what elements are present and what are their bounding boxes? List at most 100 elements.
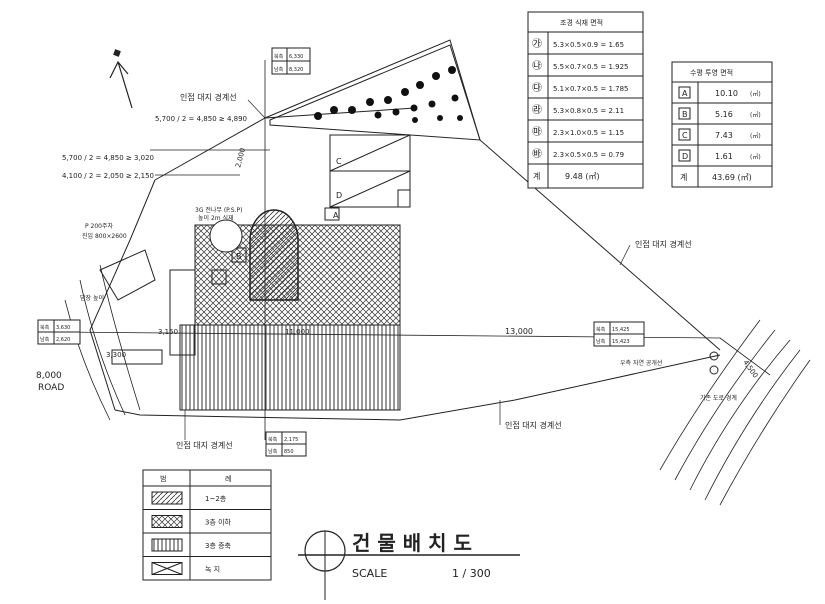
svg-text:3,630: 3,630 (56, 325, 70, 331)
tree-table-header: 조경 식재 면적 (560, 18, 603, 27)
area-row-value: 1.61 (715, 152, 733, 161)
area-row-mark: A (682, 89, 688, 98)
area-total-label: 계 (680, 172, 687, 182)
tree-row-mark: ㉮ (532, 38, 542, 50)
legend-swatch (151, 515, 183, 528)
annex-building (329, 134, 411, 208)
area-table-header: 수평 투영 면적 (690, 68, 733, 77)
boundary-label-top: 인접 대지 경계선 (180, 92, 237, 102)
leader-lines (184, 99, 631, 440)
legend-label: 1~2층 (205, 494, 227, 503)
dim-mid: 11,000 (285, 328, 310, 336)
tree-row-mark: ㉰ (532, 82, 542, 94)
area-d-marker: D (336, 191, 342, 200)
scale-label: SCALE (352, 567, 387, 580)
legend: 범 례 1~2층 3층 이하 3층 증축녹 지 (142, 469, 272, 581)
tree-total-value: 9.48 (㎡) (565, 172, 600, 181)
svg-text:북측: 북측 (268, 436, 278, 443)
area-row-value: 7.43 (715, 131, 733, 140)
site-boundary (89, 39, 721, 421)
area-b-marker: B (236, 252, 242, 261)
dim-left-setback-2: 4,100 / 2 = 2,050 ≥ 2,150 (62, 172, 154, 180)
road-curves (64, 264, 811, 506)
area-row-mark: D (682, 152, 688, 161)
tree-row-formula: 5.5×0.7×0.5 = 1.925 (553, 63, 628, 71)
projection-area-table: 수평 투영 면적 A 10.10 (㎡) B 5.16 (㎡) C 7.43 (㎡) D 1.61 (… (671, 61, 773, 188)
north-arrow-icon (109, 49, 133, 109)
tree-row-formula: 5.1×0.7×0.5 = 1.785 (553, 85, 628, 93)
legend-swatch (151, 562, 183, 575)
area-a-marker: A (333, 211, 339, 220)
tree-note: 3G 전나무 (P.S.P) (195, 206, 242, 214)
left-dim-box: 북측 3,630 남측 2,620 (37, 319, 81, 345)
survey-markers (709, 351, 719, 375)
legend-header-left: 범 (160, 474, 166, 483)
svg-text:남측: 남측 (268, 448, 278, 455)
svg-text:2,620: 2,620 (56, 337, 70, 343)
tree-row-formula: 2.3×1.0×0.5 = 1.15 (553, 129, 624, 137)
svg-text:850: 850 (284, 449, 294, 455)
tree-row-mark: ㉯ (532, 60, 542, 72)
tree-row-mark: ㉲ (532, 126, 542, 138)
area-c-marker: C (336, 157, 342, 166)
svg-text:15,425: 15,425 (612, 327, 630, 333)
parking-note: P 200주차 (85, 222, 113, 230)
area-row-mark: C (682, 131, 688, 140)
boundary-label-right: 인접 대지 경계선 (635, 239, 692, 249)
dim-short: 3,150 (158, 328, 178, 336)
legend-header-right: 례 (225, 474, 231, 483)
entry-note: 진입 800×2600 (82, 232, 127, 240)
legend-label: 3층 증축 (205, 541, 232, 550)
road-width: 8,000 (36, 371, 62, 381)
main-building (169, 207, 401, 411)
area-row-value: 5.16 (715, 110, 733, 119)
area-row-unit: (㎡) (750, 111, 761, 119)
dim-right: 4,500 (741, 359, 759, 380)
right-dim-box: 북측 15,425 남측 15,423 (593, 321, 645, 347)
road-label: ROAD (38, 383, 64, 393)
svg-text:6,330: 6,330 (289, 54, 303, 60)
area-row-unit: (㎡) (750, 153, 761, 161)
legend-swatch (151, 538, 183, 552)
area-row-value: 10.10 (715, 89, 738, 98)
tree-row-mark: ㉱ (532, 104, 542, 116)
svg-text:남측: 남측 (596, 338, 606, 345)
tree-note-2: 높이 2m 식재 (198, 214, 234, 222)
tree-strip (269, 44, 481, 141)
right-note-2: 기존 도로 경계 (700, 394, 737, 402)
right-note: 우측 자연 공개선 (620, 359, 662, 367)
dim-small: 3,300 (106, 351, 126, 359)
tree-total-label: 계 (533, 171, 540, 181)
dim-left-setback-1: 5,700 / 2 = 4,850 ≥ 3,020 (62, 154, 154, 162)
boundary-label-bottom-right: 인접 대지 경계선 (505, 420, 562, 430)
svg-text:2,175: 2,175 (284, 437, 298, 443)
drawing-title: 건 물 배 치 도 (352, 531, 472, 555)
svg-text:북측: 북측 (40, 324, 50, 331)
legend-label: 3층 이하 (205, 518, 232, 527)
boundary-label-bottom-left: 인접 대지 경계선 (176, 440, 233, 450)
area-row-unit: (㎡) (750, 90, 761, 98)
svg-text:남측: 남측 (274, 66, 284, 73)
tree-row-mark: ㉳ (532, 148, 542, 160)
area-total-value: 43.69 (㎡) (712, 173, 752, 182)
legend-label: 녹 지 (205, 565, 220, 574)
scale-value: 1 / 300 (452, 567, 491, 580)
legend-swatch (151, 491, 183, 505)
area-row-unit: (㎡) (750, 132, 761, 140)
area-row-mark: B (682, 110, 688, 119)
bottom-dim-box: 북측 2,175 남측 850 (265, 431, 307, 457)
top-dim-box: 북측 6,330 남측 8,320 (271, 47, 311, 75)
tree-row-formula: 2.3×0.5×0.5 = 0.79 (553, 151, 624, 159)
svg-text:15,423: 15,423 (612, 339, 630, 345)
road-zone (99, 249, 163, 365)
svg-text:남측: 남측 (40, 336, 50, 343)
svg-text:8,320: 8,320 (289, 67, 303, 73)
dim-top-setback: 5,700 / 2 = 4,850 ≥ 4,890 (155, 115, 247, 123)
tree-row-formula: 5.3×0.8×0.5 = 2.11 (553, 107, 624, 115)
dim-long: 13,000 (505, 327, 533, 336)
svg-text:북측: 북측 (596, 326, 606, 333)
title-block: 건 물 배 치 도 SCALE 1 / 300 (298, 530, 520, 600)
svg-text:북측: 북측 (274, 53, 284, 60)
